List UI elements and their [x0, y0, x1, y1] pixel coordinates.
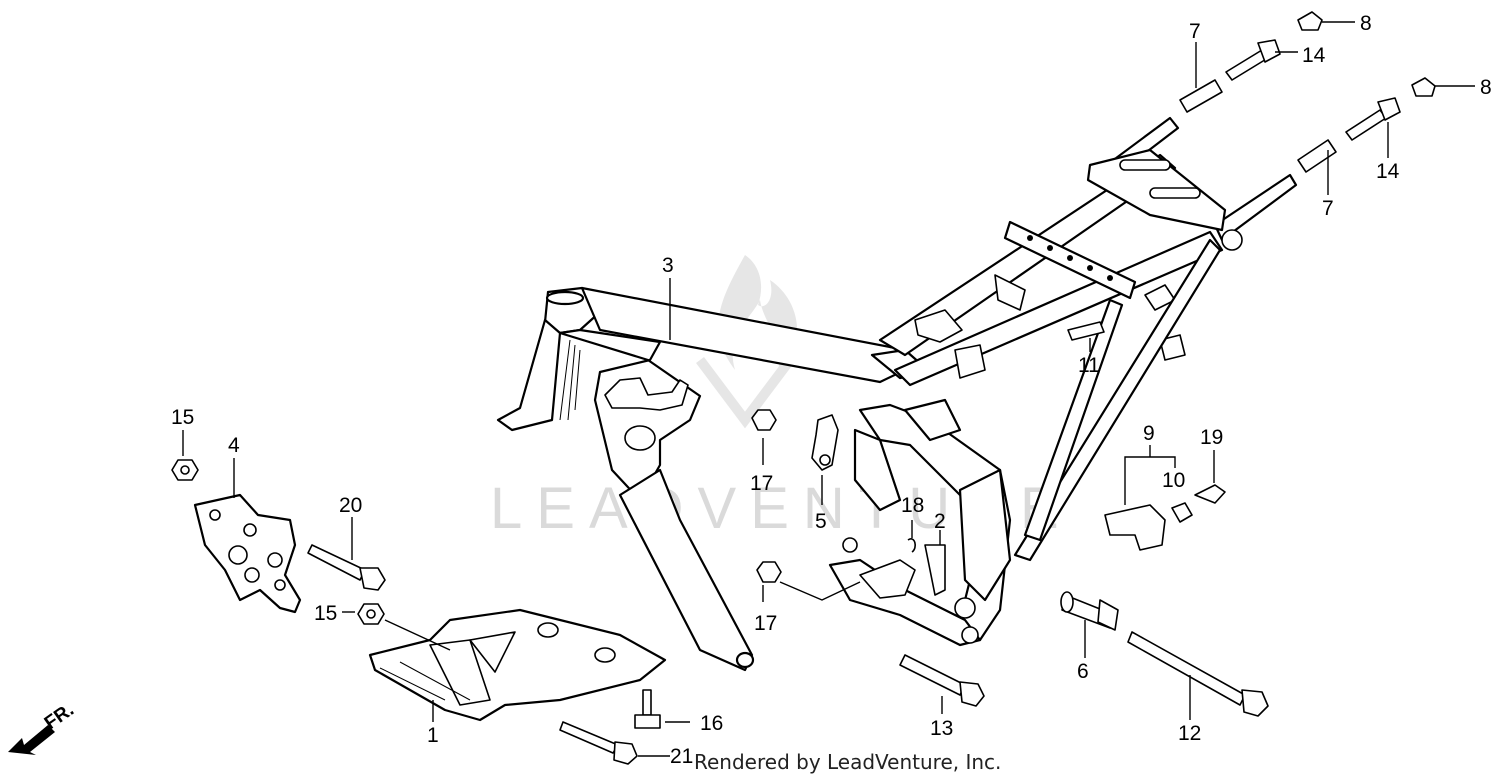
main-frame	[496, 116, 1298, 672]
pad-11	[1067, 321, 1105, 341]
callout-21: 21	[670, 745, 693, 768]
callout-12: 12	[1178, 722, 1201, 745]
callout-13: 13	[930, 717, 953, 740]
callout-8-lower: 8	[1480, 76, 1492, 99]
callout-17-upper: 17	[750, 472, 773, 495]
callout-7-lower: 7	[1322, 197, 1334, 220]
callout-14-lower: 14	[1376, 160, 1400, 183]
callout-11: 11	[1078, 354, 1100, 377]
bolt-14-upper	[1225, 39, 1281, 81]
callout-15-upper: 15	[171, 406, 194, 429]
cap-8-upper	[1297, 11, 1323, 31]
callout-14-upper: 14	[1302, 44, 1326, 67]
spacer-7-lower	[1297, 139, 1337, 173]
collar-17-upper	[751, 409, 777, 431]
callout-4: 4	[228, 434, 240, 457]
callouts: 1 2 3 4 5 6 7 7 8 8 9 10 11 12 13 14 14 …	[171, 12, 1492, 768]
callout-19: 19	[1200, 426, 1223, 449]
callout-1: 1	[427, 724, 439, 747]
spacer-7-upper	[1179, 79, 1223, 113]
cap-8-lower	[1411, 77, 1436, 97]
bracket-9	[1104, 504, 1166, 551]
collar-17-lower	[756, 561, 782, 583]
callout-2: 2	[934, 510, 946, 533]
bolt-19	[1194, 484, 1226, 504]
front-arrow-icon	[8, 725, 55, 755]
callout-6: 6	[1077, 660, 1089, 683]
bolt-16	[634, 689, 661, 729]
callout-15-lower: 15	[314, 602, 337, 625]
callout-8-upper: 8	[1360, 12, 1372, 35]
callout-18: 18	[901, 494, 924, 517]
collar-10	[1171, 502, 1193, 523]
engine-hanger-plate	[193, 493, 302, 614]
callout-3: 3	[662, 254, 674, 277]
hose-2	[924, 544, 946, 596]
callout-7-upper: 7	[1189, 20, 1201, 43]
bolt-14-lower	[1345, 97, 1401, 141]
collar-6	[1060, 591, 1119, 631]
bolt-12	[1127, 631, 1269, 717]
credit-text: Rendered by LeadVenture, Inc.	[694, 750, 1002, 774]
callout-20: 20	[339, 494, 362, 517]
nut-15-upper	[171, 459, 199, 481]
bolt-13	[899, 654, 985, 707]
skid-plate	[368, 608, 667, 722]
callout-16: 16	[700, 712, 723, 735]
callout-9: 9	[1143, 422, 1155, 445]
front-direction-marker: FR.	[8, 699, 78, 755]
clip-18	[907, 538, 917, 553]
leader-lines	[182, 21, 1475, 757]
callout-17-lower: 17	[754, 612, 777, 635]
bracket-5	[811, 414, 839, 471]
callout-10: 10	[1162, 469, 1185, 492]
bolt-21	[559, 721, 638, 765]
callout-5: 5	[815, 510, 827, 533]
bolt-20	[307, 544, 386, 591]
nut-15-lower	[357, 603, 385, 625]
